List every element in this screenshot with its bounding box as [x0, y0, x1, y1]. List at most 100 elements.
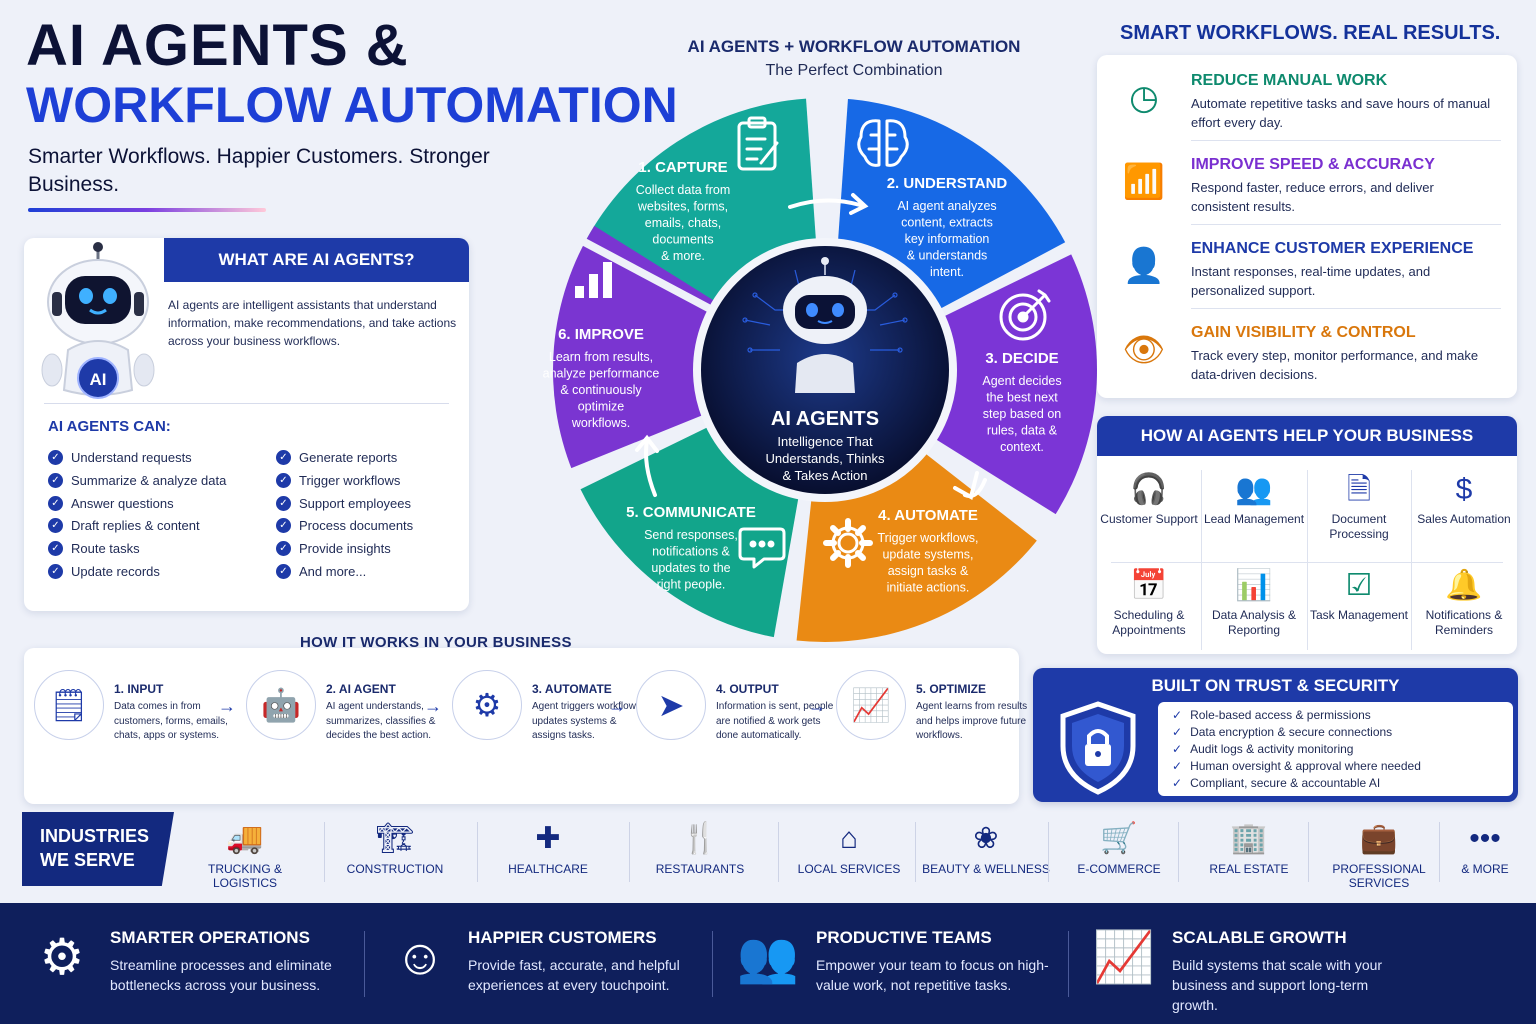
- trust-item-label: Human oversight & approval where needed: [1190, 759, 1421, 773]
- wheel-step-line: optimize: [578, 400, 625, 414]
- medical-kit-icon: ✚: [535, 822, 561, 855]
- smile-icon: ☺: [394, 929, 446, 985]
- shield-lock-icon: [1060, 701, 1136, 795]
- center-title: AI AGENTS: [771, 408, 879, 430]
- wheel-subtitle: The Perfect Combination: [765, 62, 943, 79]
- ai-can-label: Summarize & analyze data: [71, 472, 227, 488]
- chat-icon: [738, 527, 786, 569]
- wheel-step-line: & understands: [907, 249, 988, 263]
- trust-item-label: Audit logs & activity monitoring: [1190, 742, 1354, 756]
- industry-label: LOCAL SERVICES: [797, 862, 901, 876]
- what-are-ai-agents-card: WHAT ARE AI AGENTS? AI AI agents are int…: [24, 238, 469, 611]
- check-icon: ✓: [1172, 708, 1183, 722]
- divider: [1111, 562, 1503, 563]
- benefit-title: IMPROVE SPEED & ACCURACY: [1191, 156, 1435, 173]
- divider: [1191, 308, 1501, 309]
- wheel-step-line: websites, forms,: [637, 200, 728, 214]
- clock-icon: ◷: [1129, 79, 1159, 117]
- what-are-ai-agents-title: WHAT ARE AI AGENTS?: [164, 238, 469, 282]
- ai-can-item: ✓Process documents: [276, 518, 413, 534]
- benefit-desc: Respond faster, reduce errors, and deliv…: [1191, 180, 1434, 214]
- wheel-step-line: & continuously: [560, 383, 642, 397]
- arrow-right-icon: →: [424, 696, 442, 716]
- form-icon: 🗒: [34, 670, 104, 740]
- how-ai-agents-help-title: HOW AI AGENTS HELP YOUR BUSINESS: [1097, 416, 1517, 456]
- wheel-step-line: documents: [652, 233, 713, 247]
- footer-benefit-desc: Empower your team to focus on high-value…: [816, 957, 1049, 993]
- gear-icon: ⚙: [452, 670, 522, 740]
- benefit-item: 📶 IMPROVE SPEED & ACCURACY Respond faster,…: [1097, 139, 1517, 223]
- benefit-desc: Automate repetitive tasks and save hours…: [1191, 96, 1491, 130]
- divider: [1191, 224, 1501, 225]
- wheel-step-line: Collect data from: [636, 183, 730, 197]
- industry-item: ❀BEAUTY & WELLNESS: [921, 816, 1051, 876]
- people-icon: 👥: [1235, 473, 1273, 506]
- check-icon: ✓: [1172, 776, 1183, 790]
- eye-icon: 👁: [1122, 331, 1166, 369]
- center-desc-2: Understands, Thinks: [766, 451, 885, 466]
- growth-icon: 📈: [1092, 928, 1156, 985]
- industry-label: HEALTHCARE: [508, 862, 588, 876]
- growth-chart-icon: 📶: [1122, 163, 1166, 201]
- wheel-step-line: content, extracts: [901, 216, 993, 230]
- briefcase-icon: 💼: [1360, 822, 1398, 855]
- divider: [1439, 822, 1440, 882]
- help-item-label: Lead Management: [1203, 512, 1305, 526]
- divider: [1191, 140, 1501, 141]
- footer-benefit-title: SCALABLE GROWTH: [1172, 928, 1347, 947]
- help-item: 🗎Document Processing: [1307, 468, 1411, 542]
- how-step-desc: Agent learns from results and helps impr…: [916, 701, 1028, 741]
- ai-can-label: Trigger workflows: [299, 472, 401, 488]
- help-item: 📅Scheduling & Appointments: [1097, 564, 1201, 638]
- ai-can-label: Provide insights: [299, 541, 391, 557]
- lotus-icon: ❀: [973, 822, 999, 855]
- building-icon: 🏢: [1230, 822, 1268, 855]
- wheel-step-title: 4. AUTOMATE: [878, 507, 978, 524]
- calendar-icon: 📅: [1130, 569, 1168, 602]
- trust-security-card: BUILT ON TRUST & SECURITY ✓Role-based ac…: [1033, 668, 1518, 802]
- how-step-title: 5. OPTIMIZE: [916, 682, 987, 696]
- industry-item: 🏗CONSTRUCTION: [330, 816, 460, 876]
- wheel-step-line: right people.: [657, 578, 726, 592]
- industry-label: REAL ESTATE: [1209, 862, 1289, 876]
- clipboard-icon: [737, 116, 779, 171]
- help-item: 👥 Lead Management: [1202, 468, 1306, 527]
- benefit-desc: Instant responses, real-time updates, an…: [1191, 264, 1431, 298]
- check-icon: ✓: [48, 472, 63, 488]
- footer-benefit-title: SMARTER OPERATIONS: [110, 928, 310, 947]
- wheel-step-line: Learn from results,: [549, 350, 653, 364]
- benefit-desc: Track every step, monitor performance, a…: [1191, 348, 1479, 382]
- wheel-step-line: key information: [905, 232, 990, 246]
- industries-title-line1: INDUSTRIES: [40, 826, 150, 846]
- help-item: ☑Task Management: [1307, 564, 1411, 623]
- industries-title: INDUSTRIES WE SERVE: [22, 812, 174, 886]
- trust-item: ✓ Role-based access & permissions: [1172, 708, 1371, 722]
- trust-item-label: Role-based access & permissions: [1190, 708, 1371, 722]
- footer-benefit-desc: Provide fast, accurate, and helpful expe…: [468, 957, 680, 993]
- trust-item-label: Compliant, secure & accountable AI: [1190, 776, 1381, 790]
- industries-title-line2: WE SERVE: [40, 850, 135, 870]
- check-icon: ✓: [1172, 725, 1183, 739]
- trust-item: ✓ Compliant, secure & accountable AI: [1172, 776, 1380, 790]
- trust-item: ✓Human oversight & approval where needed: [1172, 759, 1421, 773]
- how-step-desc: AI agent understands, summarizes, classi…: [326, 701, 436, 741]
- brain-icon: [857, 119, 909, 167]
- industry-label: & MORE: [1461, 862, 1509, 876]
- wheel-arrows: [635, 193, 987, 501]
- divider: [44, 403, 449, 404]
- divider: [1068, 931, 1069, 997]
- ai-can-item: ✓ Summarize & analyze data: [48, 472, 227, 488]
- wheel-step-line: AI agent analyzes: [897, 199, 996, 213]
- divider: [1178, 822, 1179, 882]
- gear-icon: [823, 518, 873, 568]
- industry-label: RESTAURANTS: [655, 862, 745, 876]
- user-star-icon: 👤: [1122, 247, 1166, 285]
- divider: [1048, 822, 1049, 882]
- trust-item: ✓Audit logs & activity monitoring: [1172, 742, 1353, 756]
- wheel-step-line: emails, chats,: [645, 216, 721, 230]
